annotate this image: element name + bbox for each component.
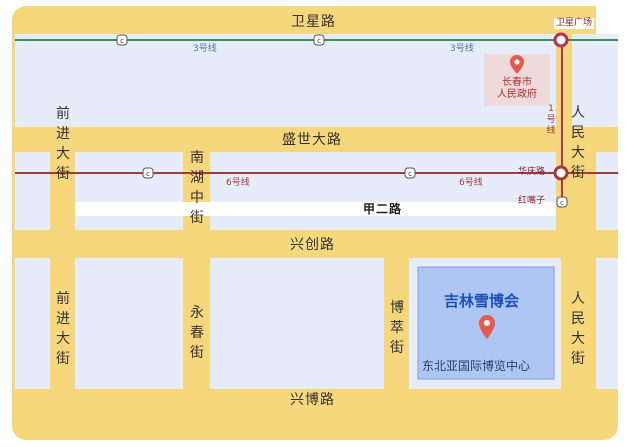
station-label-huaqing: 华庆路 xyxy=(518,167,546,177)
road-label-jiaer: 甲二路 xyxy=(363,202,403,216)
station-marker: c xyxy=(142,167,154,179)
block xyxy=(75,152,183,230)
metro-label-1: 1号线 xyxy=(546,104,556,136)
svg-text:c: c xyxy=(408,170,412,178)
transfer-station-icon xyxy=(553,165,569,181)
svg-text:c: c xyxy=(146,170,150,178)
block xyxy=(15,258,50,389)
station-marker: c xyxy=(116,34,128,46)
road-label-yongchun: 永春街 xyxy=(190,305,204,361)
venue-subtitle: 东北亚国际博览中心 xyxy=(422,359,531,373)
block xyxy=(15,152,50,230)
station-marker: c xyxy=(404,167,416,179)
road-label-bocui: 博萃街 xyxy=(390,300,404,356)
jiaer-road xyxy=(75,202,556,216)
venue-title: 吉林雪博会 xyxy=(444,292,520,310)
block xyxy=(596,258,618,389)
road-label-xingbo: 兴博路 xyxy=(290,392,335,408)
block xyxy=(572,34,618,127)
block xyxy=(596,152,618,230)
station-label-hongzuizi: 红嘴子 xyxy=(518,196,546,206)
road-label-qianjin-top: 前进大街 xyxy=(56,106,70,182)
station-marker: c xyxy=(313,34,325,46)
road-label-renmin-bottom: 人民大街 xyxy=(571,291,585,367)
gov-label: 长春市 人民政府 xyxy=(489,77,545,101)
svg-text:c: c xyxy=(120,37,124,45)
metro-label-6-left: 6号线 xyxy=(226,178,250,188)
road-label-renmin-top: 人民大街 xyxy=(571,105,585,181)
location-pin-icon xyxy=(479,315,495,339)
station-marker: c xyxy=(556,196,568,208)
metro-label-3-left: 3号线 xyxy=(193,44,217,54)
block xyxy=(210,258,384,389)
road-label-xingchuang: 兴创路 xyxy=(290,237,335,253)
transfer-station-icon xyxy=(553,32,569,48)
road-label-qianjin-bottom: 前进大街 xyxy=(56,291,70,367)
block xyxy=(75,258,183,389)
road-label-weixing: 卫星路 xyxy=(291,14,336,30)
metro-label-6-right: 6号线 xyxy=(459,178,483,188)
block xyxy=(15,34,556,127)
svg-text:c: c xyxy=(560,199,564,207)
road-label-nanhu: 南湖中街 xyxy=(190,150,204,226)
svg-text:c: c xyxy=(317,37,321,45)
block xyxy=(210,152,556,230)
station-label-weixing-square: 卫星广场 xyxy=(554,18,595,29)
gov-label-line2: 人民政府 xyxy=(497,89,537,100)
road-label-shengshi: 盛世大路 xyxy=(282,132,342,148)
metro-label-3-right: 3号线 xyxy=(450,44,474,54)
location-pin-icon xyxy=(510,55,524,74)
gov-label-line1: 长春市 xyxy=(502,77,532,88)
white-corner xyxy=(596,0,640,36)
